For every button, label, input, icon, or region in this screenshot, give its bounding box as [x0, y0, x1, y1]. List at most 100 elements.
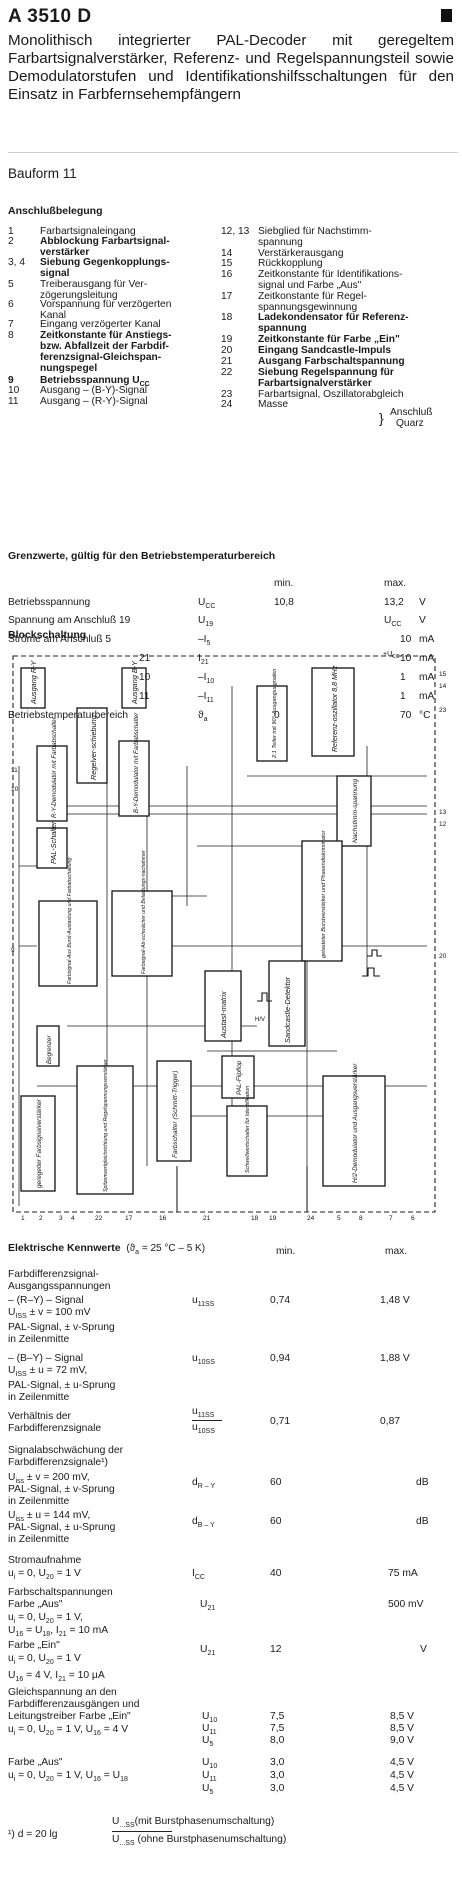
pin-description: Ausgang – (B-Y)-Signal: [40, 385, 148, 396]
elec-text-part: = 1 V,: [53, 1612, 83, 1623]
elec-unit: dB: [416, 1516, 429, 1528]
label-sandcastle: Sandcastle-Detektor: [283, 976, 292, 1043]
block-schwellwert: [226, 1105, 268, 1177]
elec-subscript: 11: [209, 1729, 217, 1737]
diagram-pin-label: 4: [71, 1215, 75, 1222]
limit-min: 10,8: [274, 597, 294, 608]
ic-boundary: [12, 655, 436, 1213]
block-heading: Blockschaltung: [8, 629, 87, 641]
diagram-pin-label: 12: [439, 821, 447, 828]
limit-symbol: –I11: [198, 691, 214, 704]
elec-text-part: u: [8, 1612, 14, 1623]
elec-text-part: 4,5 V: [390, 1783, 415, 1794]
elec-text: Uiss ± v = 200 mV,: [8, 1472, 90, 1488]
elec-text: U16 = 4 V, I21 = 10 μA: [8, 1670, 105, 1686]
elec-text-part: PAL-Signal, ± u-Sprung: [8, 1380, 116, 1391]
diagram-pin-label: 5: [337, 1215, 341, 1222]
elec-text: ui = 0, U20 = 1 V, U16 = 4 V: [8, 1724, 128, 1740]
elec-min: 3,0: [270, 1770, 284, 1782]
elec-text-part: U: [8, 1670, 16, 1681]
elec-subscript: 21: [207, 1650, 216, 1658]
elec-text-part: 0,74: [270, 1295, 291, 1306]
pin-number: 9: [8, 375, 14, 386]
elec-text-part: PAL-Signal, ± u-Sprung: [8, 1522, 116, 1533]
diagram-pin-label: 13: [439, 809, 447, 816]
elec-text-part: 9,0 V: [390, 1735, 415, 1746]
pin-description: Zeitkonstante für Anstiegs-: [40, 330, 172, 341]
elec-symbol: U5: [202, 1735, 213, 1751]
label-nachstimm: Nachstimm-spannung: [352, 779, 359, 843]
elec-text-part: U: [202, 1783, 210, 1794]
limit-label: Spannung am Anschluß 19: [8, 615, 131, 626]
limit-max: 10: [400, 653, 411, 664]
elec-text-part: d: [192, 1516, 198, 1527]
block-teiler: [256, 685, 288, 762]
elec-subscript: ...SS: [119, 1840, 135, 1848]
elec-text-part: = 0, U: [15, 1653, 46, 1664]
brace-glyph: }: [379, 410, 384, 426]
elec-subscript: i: [13, 1776, 16, 1784]
pin-description: Vorspannung für verzögerten: [40, 299, 172, 310]
elec-text-part: = 4 V, I: [23, 1670, 59, 1681]
elec-text-part: = 0, U: [15, 1770, 46, 1781]
diagram-pin-label: 14: [439, 683, 447, 690]
block-h2-demod: [322, 1075, 386, 1187]
pin-number: 22: [221, 367, 233, 378]
diagram-pin-label: 20: [439, 953, 447, 960]
elec-text-part: 500 mV: [388, 1599, 424, 1610]
elec-col-min: min.: [276, 1246, 296, 1257]
hv-label: H/V: [255, 1017, 265, 1023]
label-spitzenwert: Spitzenwertgleichrichtung und Regelspann…: [103, 1059, 109, 1192]
elec-min: 3,0: [270, 1783, 284, 1795]
elec-text-part: 75 mA: [388, 1568, 418, 1579]
pin-number: 15: [221, 258, 233, 269]
elec-min: 7,5: [270, 1711, 284, 1723]
elec-subscript: 16: [93, 1730, 101, 1738]
label-geregelt: geregelter Farbsignalverstärker: [36, 1098, 43, 1188]
pin-description: spannung: [258, 237, 303, 248]
limit-label: Betriebsspannung: [8, 597, 91, 608]
pin-description: Rückkopplung: [258, 258, 323, 269]
elec-subscript: 21: [207, 1605, 216, 1613]
limit-max: 10: [400, 634, 411, 645]
elec-text-part: u: [192, 1422, 198, 1433]
pin-description: Ausgang Farbschaltspannung: [258, 356, 405, 367]
elec-text-part: Leitungstreiber Farbe „Ein": [8, 1711, 131, 1722]
elec-subscript: 21: [58, 1631, 67, 1639]
label-ref-osz: Referenz-oszillator 8,8 MHz: [332, 665, 339, 752]
elec-subscript: B – Y: [197, 1522, 215, 1530]
limit-unit: mA: [419, 672, 435, 683]
elec-text-part: ± v = 200 mV,: [24, 1472, 90, 1483]
elec-text: in Zeilenmitte: [8, 1334, 69, 1346]
elec-text-part: = 1 V, U: [53, 1770, 94, 1781]
elec-text-part: 0,71: [270, 1416, 291, 1427]
elec-unit: dB: [416, 1477, 429, 1489]
elec-min: 7,5: [270, 1723, 284, 1735]
elec-min: 40: [270, 1568, 281, 1580]
limit-label: Ströme am Anschluß 5: [8, 634, 112, 645]
elec-col-max: max.: [385, 1246, 408, 1257]
pin-description: Ausgang – (R-Y)-Signal: [40, 396, 148, 407]
elec-subscript: ...SS: [119, 1822, 135, 1830]
diagram-pin-label: 9: [11, 947, 15, 954]
elec-text-part: in Zeilenmitte: [8, 1496, 70, 1507]
limit-symbol-main: –I: [198, 672, 207, 683]
limit-symbol-sub: 19: [205, 621, 214, 629]
limit-label: Betriebstemperaturbereich: [8, 710, 129, 721]
pin-description: Zeitkonstante für Identifikations-: [258, 269, 403, 280]
limit-unit: mA: [419, 653, 435, 664]
footnote-numerator: U...SS(mit Burstphasenumschaltung): [112, 1816, 274, 1832]
block-farbschalter: [156, 1060, 192, 1162]
elec-symbol: u10SS: [192, 1353, 215, 1369]
label-farbsignal-ab: Farbsignal-Ab-schwächer und Belastungs-n…: [141, 850, 147, 974]
brace-label-anschluss: Anschluß: [390, 407, 433, 418]
elec-text-part: U: [202, 1711, 210, 1722]
black-square-mark: [441, 9, 452, 22]
block-burst-phase: [301, 840, 343, 962]
elec-text-part: U: [202, 1723, 210, 1734]
elec-subscript: i: [13, 1730, 16, 1738]
label-austastmatrix: Austast-matrix: [219, 991, 228, 1039]
pin-description: Zeitkonstante für Farbe „Ein": [258, 334, 400, 345]
elec-max: 4,5 V: [390, 1757, 414, 1769]
diagram-pin-label: 17: [125, 1215, 133, 1222]
